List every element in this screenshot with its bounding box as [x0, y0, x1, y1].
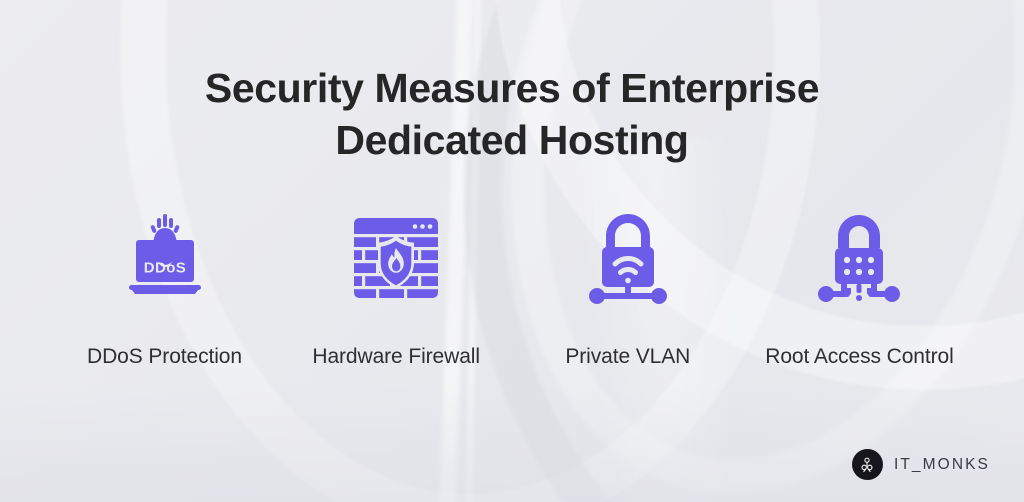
- private-vlan-lock-icon: [582, 210, 674, 306]
- hardware-firewall-icon: [352, 210, 440, 306]
- card-root-access-control: Root Access Control: [757, 210, 962, 370]
- window-dots-icon: [412, 224, 433, 229]
- wifi-icon: [612, 256, 644, 275]
- card-label: Root Access Control: [765, 345, 954, 368]
- card-ddos-protection: DDoS DDoS Protection: [62, 210, 267, 370]
- security-measures-list: DDoS DDoS Protection: [62, 210, 962, 370]
- title-line-2: Dedicated Hosting: [335, 117, 689, 163]
- decorative-bottom-shade: [0, 382, 1024, 502]
- logo-text: IT_MONKS: [893, 455, 990, 473]
- card-hardware-firewall: Hardware Firewall: [294, 210, 499, 370]
- title-line-1: Security Measures of Enterprise: [204, 65, 820, 111]
- card-private-vlan: Private VLAN: [525, 210, 730, 370]
- it-monks-logo: IT_MONKS: [851, 449, 990, 480]
- root-access-control-lock-icon: [813, 210, 905, 306]
- page-title: Security Measures of Enterprise Dedicate…: [0, 62, 1024, 166]
- ddos-icon-text: DDoS: [143, 260, 185, 277]
- it-monks-monogram-icon: [851, 449, 883, 480]
- card-label: Hardware Firewall: [312, 345, 480, 368]
- card-label: DDoS Protection: [87, 345, 242, 368]
- keypad-dots-icon: [844, 256, 875, 276]
- title-heading: Security Measures of Enterprise Dedicate…: [0, 62, 1024, 166]
- card-label: Private VLAN: [565, 345, 691, 368]
- ddos-laptop-icon: DDoS: [119, 210, 211, 306]
